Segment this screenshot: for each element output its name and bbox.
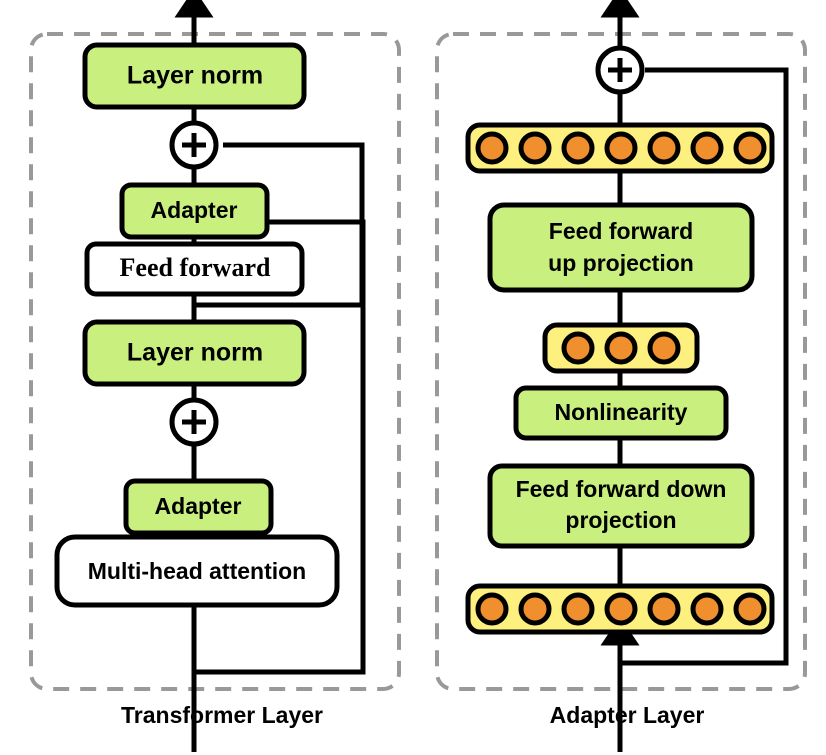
neuron-dot — [518, 592, 552, 626]
neuron-dot — [561, 331, 595, 365]
neuron-dot — [561, 592, 595, 626]
block-feed-forward-label: Feed forward — [120, 253, 271, 282]
neuron-dot — [475, 131, 509, 165]
panel-transformer-layer: Multi-head attention Adapter Layer norm … — [29, 0, 401, 752]
block-ff-down-projection-label-line1: Feed forward down — [516, 476, 727, 502]
block-ff-up-projection-label-line2: up projection — [548, 250, 694, 276]
block-layer-norm-bottom-label: Layer norm — [127, 339, 263, 367]
block-layer-norm-top-label: Layer norm — [127, 62, 263, 90]
neuron-row-output — [465, 122, 775, 174]
block-feed-forward[interactable] — [84, 241, 305, 297]
neuron-dot — [604, 592, 638, 626]
neuron-dot — [604, 131, 638, 165]
neuron-dot — [647, 331, 681, 365]
operator-add-upper — [169, 120, 219, 170]
neuron-dot — [733, 131, 767, 165]
operator-add-lower — [169, 397, 219, 447]
block-adapter-top[interactable] — [119, 182, 270, 240]
block-adapter-bottom[interactable] — [123, 478, 274, 536]
block-multi-head-attention-label: Multi-head attention — [88, 558, 306, 584]
transformer-residual-upper-path — [194, 142, 365, 308]
neuron-dot — [518, 131, 552, 165]
transformer-panel-border — [29, 32, 401, 691]
operator-add-adapter — [595, 45, 645, 95]
block-ff-up-projection[interactable] — [487, 202, 755, 293]
adapter-residual — [620, 67, 789, 666]
neuron-dot — [647, 592, 681, 626]
block-layer-norm-top[interactable] — [82, 42, 307, 110]
block-layer-norm-bottom[interactable] — [82, 319, 307, 387]
caption-transformer-layer: Transformer Layer — [121, 702, 323, 728]
neuron-dot — [733, 592, 767, 626]
block-multi-head-attention[interactable] — [54, 534, 340, 608]
neuron-dot — [690, 131, 724, 165]
neuron-dot — [647, 131, 681, 165]
neuron-row-bottleneck — [542, 322, 700, 374]
block-ff-up-projection-label-line1: Feed forward — [549, 218, 693, 244]
block-nonlinearity-label: Nonlinearity — [555, 399, 688, 425]
panel-adapter-layer: Feed forward down projection Nonlinearit… — [435, 0, 807, 752]
block-nonlinearity[interactable] — [513, 385, 729, 441]
block-ff-down-projection-label-line2: projection — [565, 507, 676, 533]
block-adapter-top-label: Adapter — [151, 197, 238, 223]
block-adapter-bottom-label: Adapter — [155, 493, 242, 519]
neuron-dot — [561, 131, 595, 165]
neuron-dot — [475, 592, 509, 626]
neuron-dot — [604, 331, 638, 365]
neuron-row-input — [465, 583, 775, 635]
neuron-dot — [690, 592, 724, 626]
block-ff-down-projection[interactable] — [487, 463, 755, 549]
caption-adapter-layer: Adapter Layer — [550, 702, 705, 728]
transformer-residual-lower — [194, 219, 366, 675]
